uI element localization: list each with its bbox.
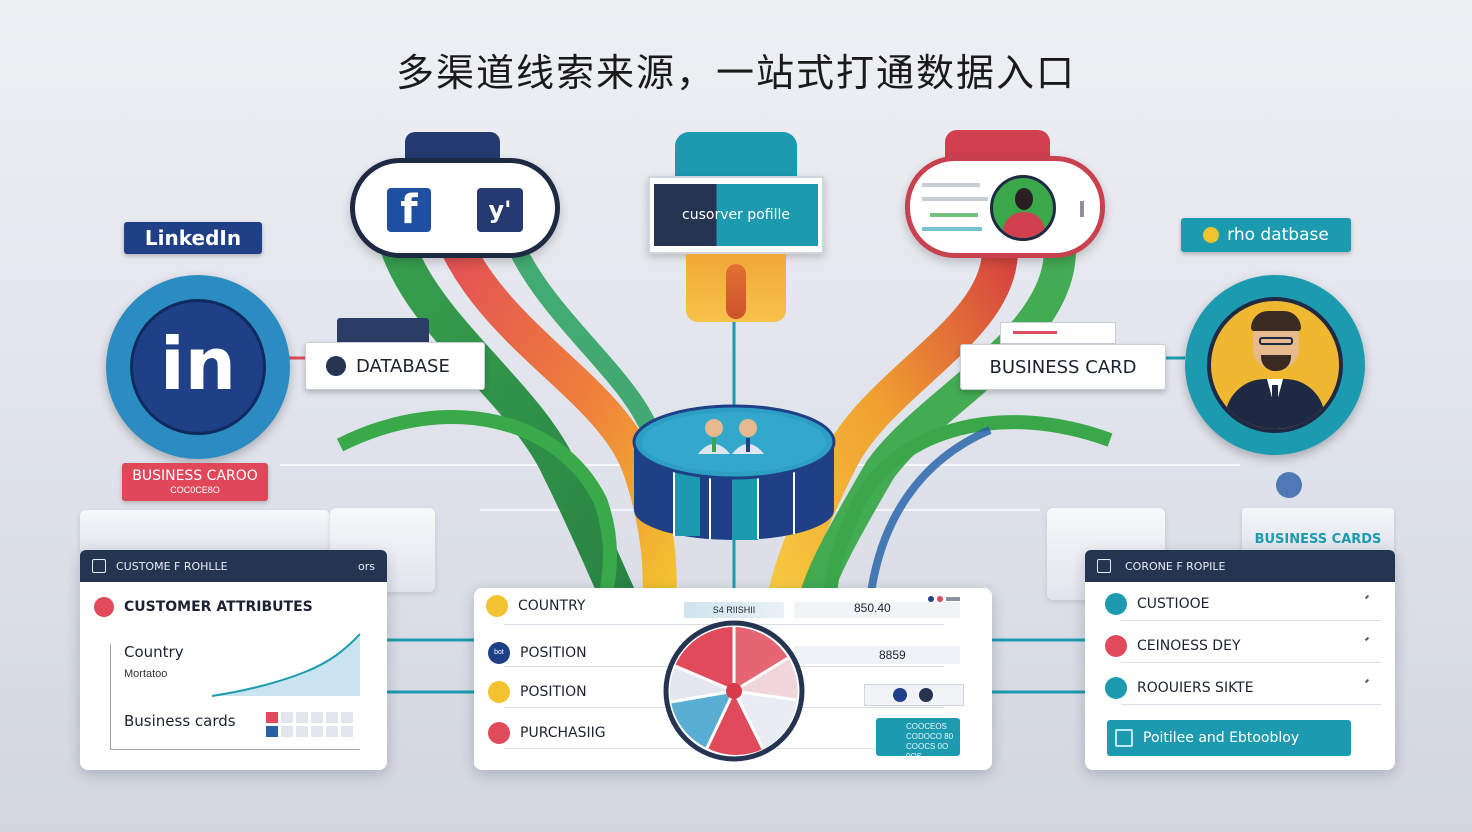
center-row-purchasing: PURCHASIIG — [488, 722, 606, 744]
rho-database-text: rho datbase — [1227, 225, 1329, 245]
ghost-panel — [80, 510, 330, 554]
value-2: 8859 — [879, 648, 906, 662]
attributes-icon — [94, 597, 114, 617]
center-row-position: bot POSITION — [488, 642, 587, 664]
database-tab — [337, 318, 429, 342]
customer-profile-label: cusorver pofille — [682, 207, 790, 223]
social-bubble: f y' — [350, 158, 560, 258]
code-line: COOCS 0O 0OS — [906, 742, 949, 761]
database-icon — [326, 356, 346, 376]
linkedin-label: LinkedIn — [124, 222, 262, 254]
profile-button-label: Poitilee and Ebtoobloy — [1143, 730, 1300, 746]
business-cards-badge-label: BUSINESS CARDS — [1254, 532, 1382, 547]
dot-indicator — [928, 596, 968, 604]
yammer-glyph: y' — [488, 196, 512, 224]
center-row-country: COUNTRY — [486, 595, 585, 617]
attribute-bar: S4 RIISHII — [684, 602, 784, 618]
left-card-header-right: ors — [358, 559, 375, 573]
area-sparkline — [211, 633, 361, 697]
profile-icon — [92, 559, 106, 573]
business-card-badge-sub: COC0CE8O — [170, 485, 220, 495]
avatar-icon[interactable] — [1185, 275, 1365, 455]
center-row-label: POSITION — [520, 645, 587, 661]
customer-icon — [1105, 593, 1127, 615]
right-row[interactable]: CEINOESS DEY — [1105, 635, 1241, 657]
route-icon — [1105, 677, 1127, 699]
left-card-header: CUSTOME F ROHLLE ors — [80, 550, 387, 582]
database-icon — [1203, 227, 1220, 243]
right-row-label: CEINOESS DEY — [1137, 638, 1241, 654]
position-icon: bot — [488, 642, 510, 664]
right-row[interactable]: ROOUIERS SIKTE — [1105, 677, 1254, 699]
right-card-header-title: CORONE F ROPILE — [1125, 559, 1226, 573]
customer-profile-box[interactable]: cusorver pofille — [648, 176, 824, 254]
value-1: 850.40 — [854, 601, 891, 615]
profile-stem — [686, 254, 786, 322]
yammer-icon[interactable]: y' — [477, 188, 523, 232]
code-line: COOCEOS — [906, 722, 947, 731]
facebook-glyph: f — [400, 187, 418, 233]
edit-icon — [1097, 559, 1111, 573]
center-row-label: COUNTRY — [518, 598, 586, 614]
business-card-badge-left: BUSINESS CAROO COC0CE8O — [122, 463, 268, 501]
right-row-label: ROOUIERS SIKTE — [1137, 680, 1254, 696]
avatars-strip — [864, 684, 964, 706]
country-sub-label: Mortatoo — [124, 668, 168, 680]
profile-tab — [675, 132, 797, 180]
center-row-label: PURCHASIIG — [520, 725, 606, 741]
business-card-badge-label: BUSINESS CAROO — [132, 468, 258, 484]
business-cards-grid — [266, 712, 353, 737]
country-label: Country — [124, 643, 184, 661]
customer-attributes-title: CUSTOMER ATTRIBUTES — [124, 599, 313, 615]
attribute-bar-label: S4 RIISHII — [712, 605, 756, 615]
social-tab — [405, 132, 500, 162]
business-cards-badge-right: BUSINESS CARDS — [1242, 508, 1394, 552]
right-card-header: CORONE F ROPILE — [1085, 550, 1395, 582]
rho-database-label: rho datbase — [1181, 218, 1351, 252]
person-icon — [1276, 472, 1302, 498]
business-card-tag[interactable]: BUSINESS CARD — [960, 344, 1166, 390]
country-icon — [486, 595, 508, 617]
right-row[interactable]: CUSTIOOE — [1105, 593, 1209, 615]
customer-attributes-row: CUSTOMER ATTRIBUTES — [94, 597, 313, 617]
purchasing-icon — [488, 722, 510, 744]
right-row-label: CUSTIOOE — [1137, 596, 1210, 612]
business-icon — [1105, 635, 1127, 657]
left-card-header-title: CUSTOME F ROHLLE — [116, 559, 228, 573]
left-customer-card: CUSTOME F ROHLLE ors CUSTOMER ATTRIBUTES… — [80, 550, 387, 770]
code-line: CODOCO 80 — [906, 732, 954, 741]
center-row-label: POSITION — [520, 684, 587, 700]
linkedin-logo-text: in — [160, 322, 236, 406]
grid-icon — [1115, 729, 1133, 747]
facebook-icon[interactable]: f — [387, 188, 431, 232]
code-badge: COOCEOS CODOCO 80 COOCS 0O 0OS — [876, 718, 960, 761]
center-row-position-2: POSITION — [488, 681, 587, 703]
person-avatar-icon — [990, 175, 1056, 241]
avatar-bubble — [905, 156, 1105, 258]
central-database-icon[interactable] — [632, 398, 836, 544]
attributes-pie-icon — [663, 620, 805, 762]
profile-button[interactable]: Poitilee and Ebtoobloy — [1107, 720, 1351, 756]
business-card-tab — [1000, 322, 1116, 344]
right-customer-card: CORONE F ROPILE CUSTIOOE CEINOESS DEY RO… — [1085, 550, 1395, 770]
position-icon — [488, 681, 510, 703]
linkedin-icon[interactable]: in — [106, 275, 290, 459]
page-title: 多渠道线索来源，一站式打通数据入口 — [395, 51, 1076, 95]
database-tag[interactable]: DATABASE — [305, 342, 485, 390]
business-cards-label: Business cards — [124, 712, 236, 730]
business-card-tag-label: BUSINESS CARD — [989, 356, 1137, 378]
database-tag-label: DATABASE — [356, 355, 450, 377]
